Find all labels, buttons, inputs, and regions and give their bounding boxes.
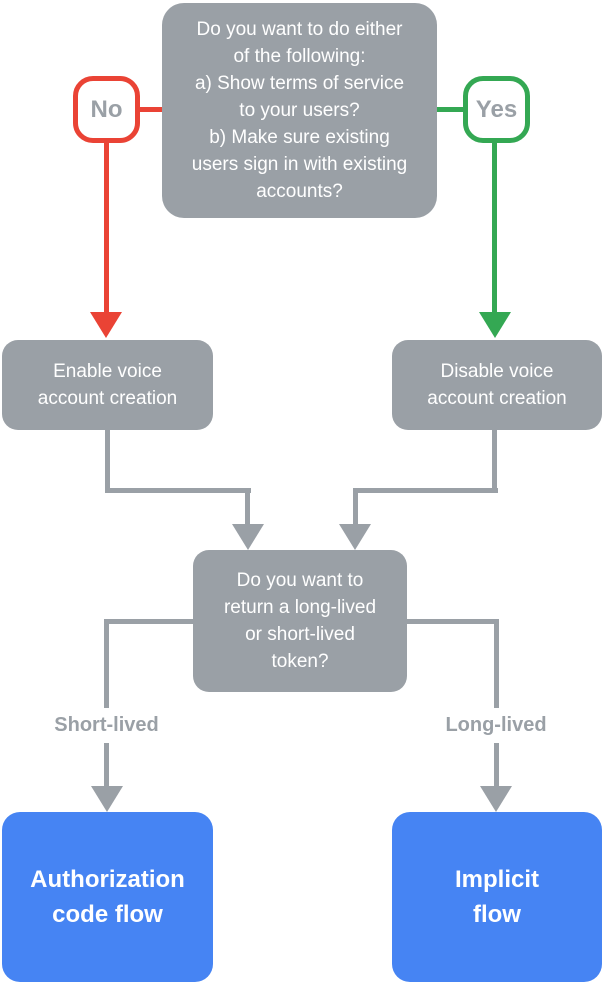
yes-branch-connector — [437, 107, 463, 112]
enable-arrowhead-icon — [232, 524, 264, 550]
long-lived-horizontal-line — [407, 619, 499, 624]
short-lived-horizontal-line — [104, 619, 193, 624]
long-lived-branch-label: Long-lived — [412, 708, 580, 743]
long-lived-down-line — [494, 619, 499, 790]
enable-down-line — [105, 430, 110, 493]
no-branch-line — [104, 143, 109, 316]
enable-horizontal-line — [105, 488, 251, 493]
no-branch-connector — [140, 107, 162, 112]
disable-arrowhead-icon — [339, 524, 371, 550]
enable-into-question-line — [245, 488, 250, 528]
no-branch-arrowhead-icon — [90, 312, 122, 338]
long-lived-arrowhead-icon — [480, 786, 512, 812]
yes-badge: Yes — [463, 76, 530, 143]
no-badge: No — [73, 76, 140, 143]
yes-branch-line — [492, 143, 497, 316]
disable-horizontal-line — [353, 488, 498, 493]
yes-branch-arrowhead-icon — [479, 312, 511, 338]
short-lived-down-line — [104, 619, 109, 790]
short-lived-branch-label: Short-lived — [22, 708, 191, 743]
short-lived-arrowhead-icon — [91, 786, 123, 812]
disable-into-question-line — [353, 488, 358, 528]
disable-down-line — [492, 430, 497, 493]
